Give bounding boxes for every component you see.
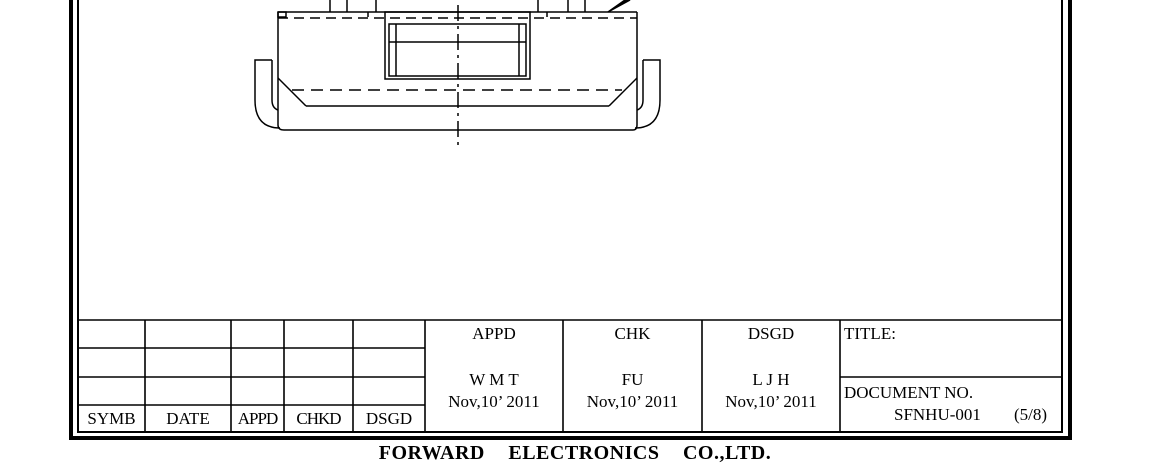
rev-header-appd: APPD: [237, 409, 278, 428]
approval-date: Nov,10’ 2011: [448, 392, 540, 411]
sheet-border: [69, 0, 1072, 440]
page-number: (5/8): [1014, 405, 1048, 424]
approval-date: Nov,10’ 2011: [586, 392, 679, 411]
approval-role: DSGD: [747, 324, 795, 343]
rev-header-dsgd: DSGD: [365, 409, 413, 428]
title-block-grid: [78, 319, 1062, 432]
document-no: SFNHU-001: [894, 405, 981, 424]
approval-role: CHK: [614, 324, 651, 343]
connector-front-view: [254, 0, 661, 148]
rev-header-chkd: CHKD: [296, 409, 341, 428]
document-no-label: DOCUMENT NO.: [844, 383, 974, 402]
title-label: TITLE:: [844, 324, 896, 343]
company-name: FORWARD ELECTRONICS CO.,LTD.: [378, 442, 772, 464]
rev-header-symb: SYMB: [87, 409, 136, 428]
approval-name: FU: [621, 370, 644, 389]
approval-name: L J H: [752, 370, 790, 389]
approval-date: Nov,10’ 2011: [725, 392, 817, 411]
approval-role: APPD: [472, 324, 516, 343]
approval-name: W M T: [469, 370, 519, 389]
rev-header-date: DATE: [166, 409, 210, 428]
